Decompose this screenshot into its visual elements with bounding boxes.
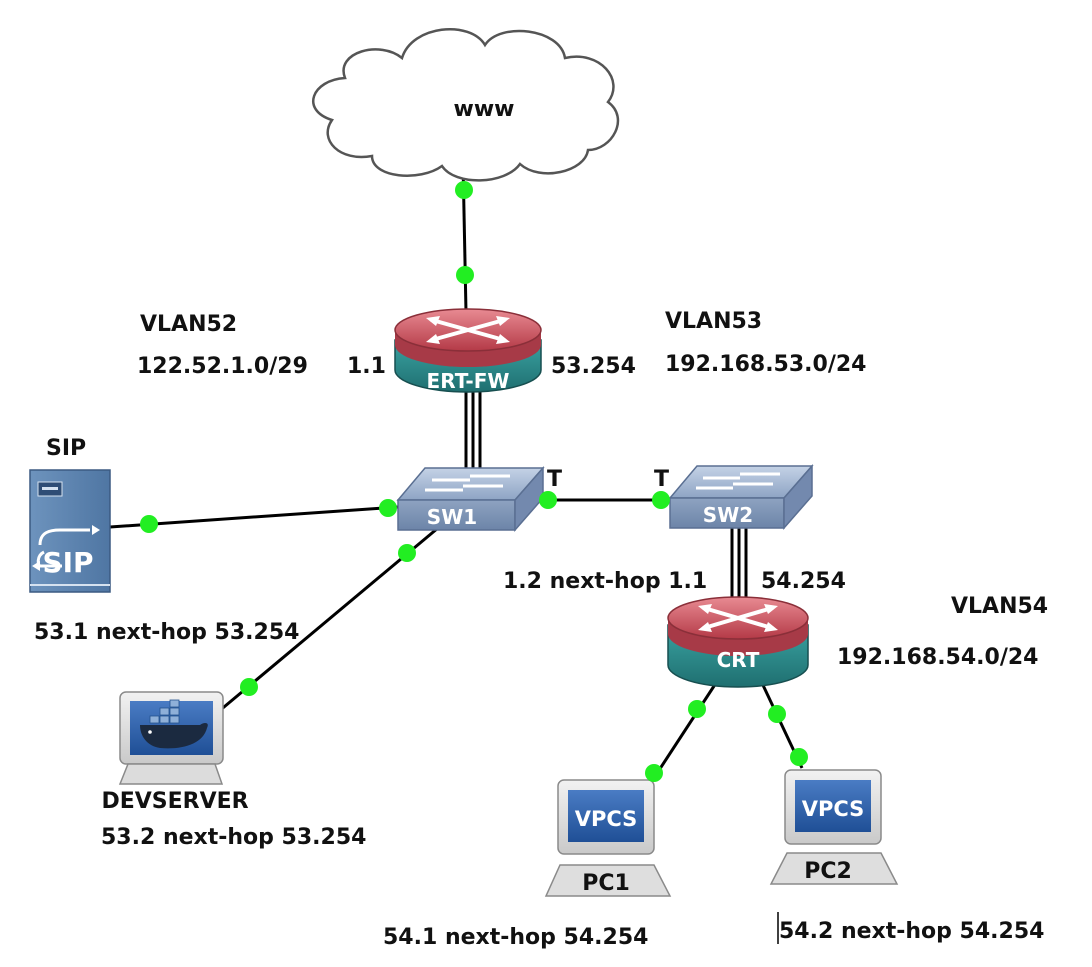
pc2-label: PC2 — [804, 859, 852, 884]
link-up-dot — [790, 748, 808, 766]
pc1-screen-text: VPCS — [575, 807, 638, 831]
sw2-trunk-marker: T — [654, 467, 669, 492]
sip-screen-text: SIP — [42, 546, 93, 579]
sip-label: SIP — [46, 436, 86, 461]
pc1-config: 54.1 next-hop 54.254 — [383, 925, 648, 950]
link-up-dot — [379, 499, 397, 517]
link-up-dot — [768, 705, 786, 723]
cloud-label: www — [454, 97, 515, 122]
pc2[interactable]: VPCS PC2 — [769, 769, 899, 885]
link-crt-pc1[interactable] — [648, 682, 718, 785]
router-ert-fw-label: ERT-FW — [427, 369, 510, 393]
devserver-config: 53.2 next-hop 53.254 — [101, 825, 366, 850]
ert-fw-outside-ip: 1.1 — [347, 354, 386, 379]
vlan54-name: VLAN54 — [951, 594, 1048, 619]
crt-uplink-ip: 1.2 next-hop 1.1 — [503, 569, 707, 594]
docker-whale-icon — [140, 699, 208, 749]
router-crt-label: CRT — [717, 648, 760, 672]
link-up-dot — [539, 491, 557, 509]
link-up-dot — [688, 700, 706, 718]
crt-lan-ip: 54.254 — [761, 569, 846, 594]
link-up-dot — [645, 764, 663, 782]
switch-sw1-label: SW1 — [427, 505, 477, 529]
switch-arrows-icon — [696, 472, 780, 490]
pc1[interactable]: VPCS PC1 — [544, 779, 672, 897]
ert-fw-inside-ip: 53.254 — [551, 354, 636, 379]
router-ert-fw[interactable]: ERT-FW — [394, 308, 542, 393]
link-up-dot — [240, 678, 258, 696]
link-up-dot — [455, 181, 473, 199]
switch-sw2-label: SW2 — [703, 503, 753, 527]
vlan52-name: VLAN52 — [140, 312, 237, 337]
vlan52-subnet: 122.52.1.0/29 — [137, 354, 308, 379]
switch-arrows-icon — [425, 474, 510, 492]
pc1-label: PC1 — [582, 871, 630, 896]
sw1-trunk-marker: T — [547, 467, 562, 492]
router-crt[interactable]: CRT — [667, 596, 809, 688]
devserver[interactable]: DEVSERVER — [101, 691, 249, 814]
annotations: VLAN52 122.52.1.0/29 1.1 53.254 VLAN53 1… — [34, 309, 1048, 950]
link-up-dot — [456, 266, 474, 284]
link-sip-sw1[interactable] — [109, 505, 399, 529]
cloud-icon — [312, 27, 620, 182]
switch-sw1[interactable]: SW1 — [396, 466, 545, 532]
sip-arrows-icon — [32, 525, 100, 571]
vlan53-subnet: 192.168.53.0/24 — [665, 352, 867, 377]
router-arrows-icon — [426, 316, 510, 344]
sip-config: 53.1 next-hop 53.254 — [34, 620, 299, 645]
link-up-dot — [652, 491, 670, 509]
pc2-screen-text: VPCS — [802, 797, 865, 821]
sip-server[interactable]: SIP — [29, 469, 111, 593]
pc2-config: 54.2 next-hop 54.254 — [779, 919, 1044, 944]
internet-cloud[interactable]: www — [312, 27, 620, 182]
vlan53-name: VLAN53 — [665, 309, 762, 334]
router-arrows-icon — [698, 604, 778, 632]
vlan54-subnet: 192.168.54.0/24 — [837, 645, 1039, 670]
link-up-dot — [140, 515, 158, 533]
link-up-dot — [398, 544, 416, 562]
link-status-dots — [140, 181, 808, 782]
switch-sw2[interactable]: SW2 — [668, 464, 814, 530]
devserver-label: DEVSERVER — [101, 789, 248, 814]
